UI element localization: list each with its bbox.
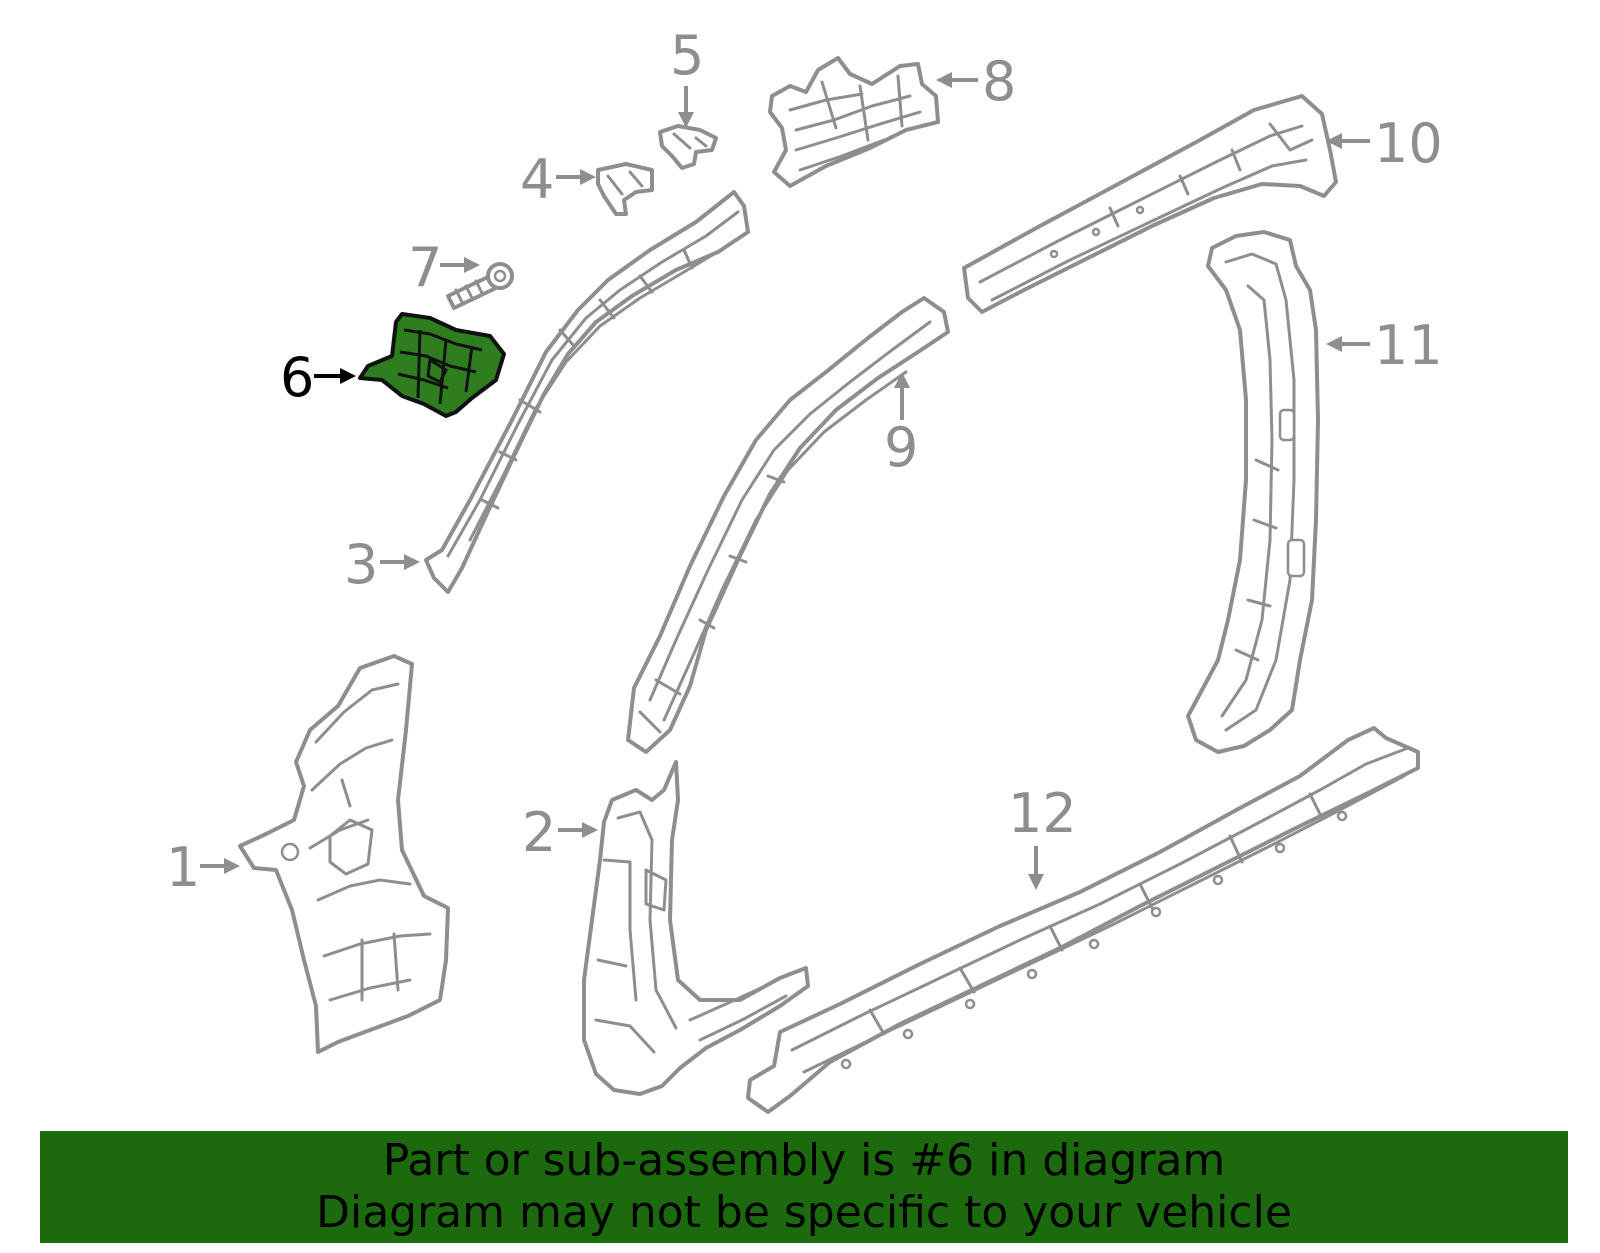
callout-8[interactable]: 8 (982, 50, 1016, 113)
part-3-pillar[interactable] (424, 190, 750, 594)
callout-3[interactable]: 3 (344, 533, 378, 596)
part-4-bracket[interactable] (596, 162, 654, 216)
part-12-rocker[interactable] (746, 726, 1420, 1114)
callout-6[interactable]: 6 (280, 346, 314, 409)
callout-2[interactable]: 2 (522, 801, 556, 864)
banner-line-1: Part or sub-assembly is #6 in diagram (382, 1135, 1226, 1186)
callout-11[interactable]: 11 (1374, 314, 1443, 377)
part-7-bolt[interactable] (446, 262, 514, 310)
part-8-bracket[interactable] (768, 56, 940, 188)
info-banner: Part or sub-assembly is #6 in diagram Di… (40, 1131, 1568, 1243)
part-5-clip[interactable] (658, 124, 718, 170)
callout-labels: 1 2 3 4 5 6 7 8 9 10 11 12 (166, 24, 1443, 899)
callout-1[interactable]: 1 (166, 836, 200, 899)
part-6-highlighted[interactable] (358, 312, 506, 418)
callout-10[interactable]: 10 (1374, 112, 1443, 175)
part-9-rail[interactable] (626, 296, 950, 754)
part-2-pillar-lower[interactable] (582, 760, 810, 1096)
callout-12[interactable]: 12 (1008, 782, 1077, 845)
leader-lines (200, 72, 1370, 890)
banner-line-2: Diagram may not be specific to your vehi… (316, 1187, 1292, 1238)
callout-7[interactable]: 7 (408, 236, 442, 299)
callout-5[interactable]: 5 (670, 24, 704, 87)
part-11-b-pillar[interactable] (1186, 230, 1320, 754)
callout-4[interactable]: 4 (520, 148, 554, 211)
part-10-roof-rail[interactable] (962, 94, 1338, 314)
part-1-hinge-pillar[interactable] (238, 654, 450, 1054)
callout-9[interactable]: 9 (884, 416, 918, 479)
